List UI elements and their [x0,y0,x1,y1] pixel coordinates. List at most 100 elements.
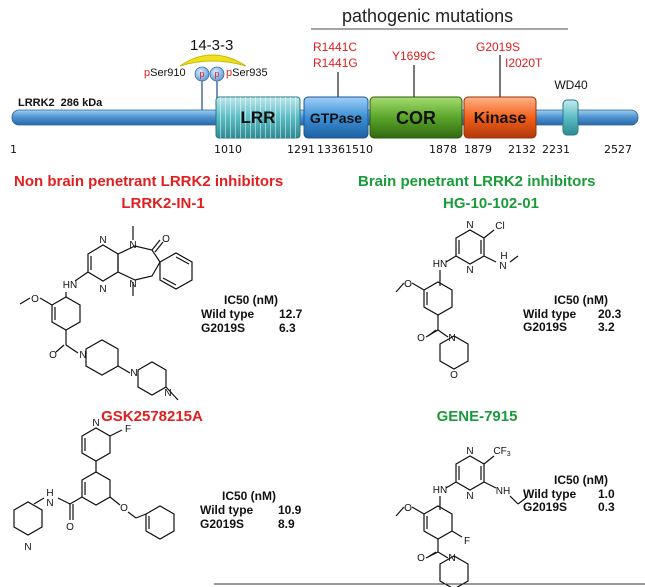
residue-2231: 2231 [542,143,570,156]
phospho-site-ser910: p [194,66,210,110]
compound-name-gene-7915: GENE-7915 [437,408,518,425]
mutation-r1441c: R1441C [313,40,357,54]
svg-text:F: F [125,424,131,435]
ic50-table-lrrk2-in-1: IC50 (nM) Wild type 12.7 G2019S 6.3 [201,293,303,335]
svg-text:IC50 (nM): IC50 (nM) [224,293,278,307]
domain-kinase-label: Kinase [474,110,527,127]
svg-text:O: O [417,553,425,564]
domain-cor: COR [369,96,463,139]
domain-lrr: LRR [215,96,301,139]
svg-text:1.0: 1.0 [598,487,615,501]
domain-wd40: WD40 [554,78,588,136]
phospho-label-ser935: pSer935 [226,67,268,79]
svg-text:N: N [129,240,136,251]
svg-text:G2019S: G2019S [523,500,567,514]
svg-text:N: N [466,446,473,457]
group-non-brain-title: Non brain penetrant LRRK2 inhibitors [14,173,283,190]
svg-text:O: O [404,503,412,514]
residue-1291: 1291 [287,143,315,156]
svg-text:N: N [466,220,473,231]
svg-text:N: N [466,265,473,276]
svg-text:IC50 (nM): IC50 (nM) [554,473,608,487]
domain-kinase: Kinase [463,96,537,139]
svg-text:HN: HN [433,259,447,270]
svg-text:10.9: 10.9 [278,503,302,517]
svg-text:N: N [448,553,455,564]
svg-text:H: H [500,251,507,262]
svg-text:O: O [31,294,39,305]
ic50-table-gene-7915: IC50 (nM) Wild type 1.0 G2019S 0.3 [523,473,615,514]
svg-text:6.3: 6.3 [279,321,296,335]
svg-text:G2019S: G2019S [523,320,567,334]
compound-name-lrrk2-in-1: LRRK2-IN-1 [121,195,204,212]
phospho-label-ser910: pSer910 [144,67,186,79]
phospho-circle-910 [194,66,210,82]
compound-name-gsk2578215a: GSK2578215A [101,408,203,425]
svg-text:N: N [129,279,136,290]
svg-text:O: O [450,370,458,381]
atoms-hg-10-102-01: Cl N N H N HN O O N O [404,220,508,381]
svg-text:O: O [417,333,425,344]
svg-text:O: O [120,503,128,514]
svg-text:G2019S: G2019S [200,517,244,531]
ic50-table-gsk2578215a: IC50 (nM) Wild type 10.9 G2019S 8.9 [200,489,302,531]
svg-text:Wild type: Wild type [200,503,254,517]
svg-text:N: N [46,498,53,509]
svg-text:Wild type: Wild type [201,307,255,321]
mutation-y1699c: Y1699C [392,49,436,63]
svg-text:NH: NH [496,486,510,497]
svg-text:N: N [79,350,86,361]
svg-text:N: N [99,235,106,246]
svg-text:N: N [448,333,455,344]
atoms-lrrk2-in-1: N N N N O HN O O N N N [31,234,172,399]
svg-text:0.3: 0.3 [598,500,615,514]
domain-gtpase-label: GTPase [310,110,362,126]
atoms-gene-7915: CF3 N N NH HN O F O N [404,446,511,564]
svg-text:G2019S: G2019S [201,321,245,335]
structure-gsk2578215a [13,427,175,540]
atoms-gsk2578215a: F N H N O O N [24,418,131,553]
svg-text:20.3: 20.3 [598,307,622,321]
binding-partner-arc [179,54,247,67]
svg-text:H: H [46,488,53,499]
svg-text:N: N [466,491,473,502]
residue-1878: 1878 [429,143,457,156]
residue-1336: 1336 [317,143,345,156]
phospho-marker-935: p [214,69,219,79]
residue-start: 1 [10,143,17,156]
group-brain-title: Brain penetrant LRRK2 inhibitors [358,173,596,190]
pathogenic-label: pathogenic mutations [342,6,513,26]
svg-text:N: N [499,261,506,272]
svg-text:F: F [464,536,470,547]
structure-hg-10-102-01 [395,229,519,370]
residue-1879: 1879 [464,143,492,156]
svg-text:N: N [164,388,171,399]
phospho-circle-935 [209,66,225,82]
svg-text:HN: HN [63,280,77,291]
svg-text:8.9: 8.9 [278,517,295,531]
svg-text:IC50 (nM): IC50 (nM) [222,489,276,503]
mutation-g2019s: G2019S [476,40,520,54]
binding-partner-label: 14-3-3 [190,37,233,54]
domain-gtpase: GTPase [303,96,369,139]
svg-text:Wild type: Wild type [523,487,577,501]
domain-cor-label: COR [396,108,436,128]
svg-text:HN: HN [433,485,447,496]
residue-2132: 2132 [508,143,536,156]
structure-lrrk2-in-1 [19,226,193,401]
phospho-marker-910: p [199,69,204,79]
svg-text:CF3: CF3 [493,446,510,458]
structure-gene-7915 [395,455,527,587]
svg-text:N: N [24,542,31,553]
mutation-i2020t: I2020T [505,56,543,70]
residue-numbers: 1 1010 1291 1336 1510 1878 1879 2132 223… [10,143,632,156]
svg-text:O: O [49,350,57,361]
svg-text:N: N [130,368,137,379]
svg-text:Wild type: Wild type [523,307,577,321]
svg-text:N: N [92,418,99,429]
svg-text:12.7: 12.7 [279,307,303,321]
svg-text:O: O [162,234,170,245]
residue-end: 2527 [604,143,632,156]
